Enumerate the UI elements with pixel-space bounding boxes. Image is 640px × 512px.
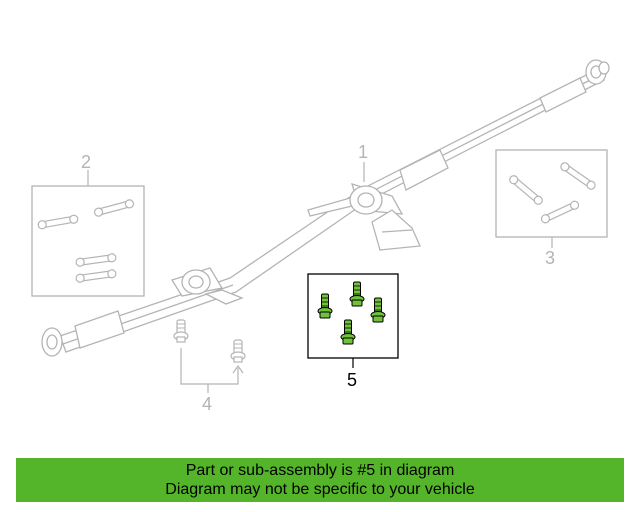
callout-4: 4: [202, 394, 212, 414]
kit-box-2: [31, 170, 145, 297]
callout-3: 3: [545, 248, 555, 268]
kit-box-3: [495, 149, 608, 248]
parts-diagram: 1 2 3 4 5: [31, 59, 610, 414]
center-bearing-left: [171, 267, 244, 305]
info-banner: Part or sub-assembly is #5 in diagram Di…: [16, 458, 624, 502]
bolts-4: [173, 319, 246, 393]
banner-line-2: Diagram may not be specific to your vehi…: [165, 481, 475, 498]
callout-2: 2: [81, 152, 91, 172]
callout-1: 1: [358, 142, 368, 162]
highlighted-part-5: [307, 273, 399, 368]
banner-line-1: Part or sub-assembly is #5 in diagram: [185, 462, 455, 479]
callout-5: 5: [347, 370, 357, 390]
center-bearing-right: [307, 183, 421, 251]
